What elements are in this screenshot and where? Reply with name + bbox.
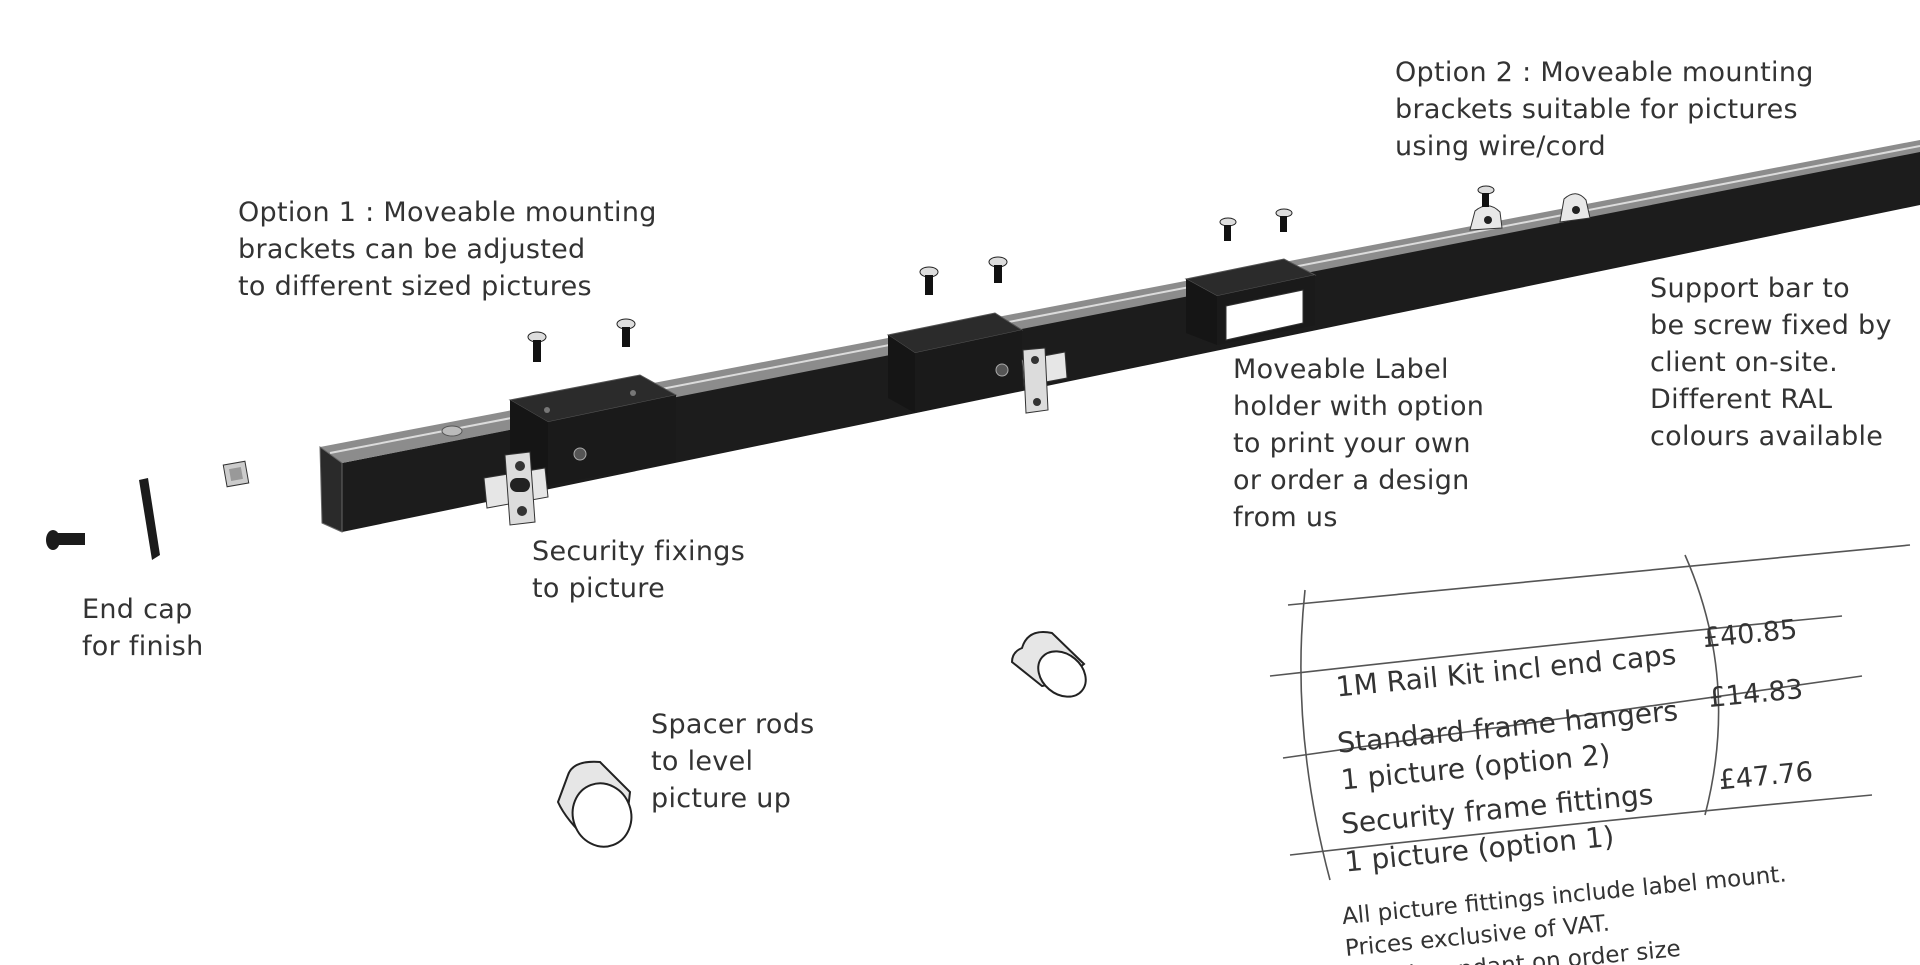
price-table-lines [1269,544,1911,881]
option1-bracket [483,374,678,526]
end-cap-parts [46,460,250,560]
spacer-line-1: Spacer rods [651,709,815,740]
label-holder-label: Moveable Label holder with option to pri… [1233,351,1484,536]
option2-line-2: brackets suitable for pictures [1395,94,1798,125]
spacer-line-3: picture up [651,783,792,814]
label-holder-line-5: from us [1233,502,1338,533]
support-bar-line-1: Support bar to [1650,273,1850,304]
rail-top-channel [320,140,1920,463]
row2-price: £14.83 [1707,674,1804,714]
rail-front-face [342,150,1920,532]
support-bar-label: Support bar to be screw fixed by client … [1650,270,1892,455]
option1-line-2: brackets can be adjusted [238,234,586,265]
label-holder-line-3: to print your own [1233,428,1471,459]
label-holder [1184,258,1317,345]
rail-end-face [319,445,343,533]
screws-middle [919,256,1008,295]
option2-hangers [1469,185,1591,231]
option1-line-3: to different sized pictures [238,271,592,302]
security-line-1: Security fixings [532,536,746,567]
row1-price: £40.85 [1702,614,1799,654]
end-cap-line-2: for finish [82,631,204,662]
middle-bracket [886,312,1068,414]
label-holder-line-1: Moveable Label [1233,354,1449,385]
option2-label: Option 2 : Moveable mounting brackets su… [1395,54,1814,165]
support-bar-line-4: Different RAL [1650,384,1833,415]
row1-item-line-1: 1M Rail Kit incl end caps [1334,638,1677,704]
support-bar-line-2: be screw fixed by [1650,310,1892,341]
screws-option1 [527,318,636,362]
spacer-label: Spacer rods to level picture up [651,706,815,817]
spacer-rod-2 [556,760,633,848]
end-cap-label: End cap for finish [82,591,204,665]
end-cap-line-1: End cap [82,594,193,625]
label-holder-line-2: holder with option [1233,391,1485,422]
row3-price: £47.76 [1717,756,1814,796]
spacer-line-2: to level [651,746,754,777]
option2-line-1: Option 2 : Moveable mounting [1395,57,1814,88]
label-holder-line-4: or order a design [1233,465,1470,496]
security-line-2: to picture [532,573,665,604]
support-bar-line-5: colours available [1650,421,1884,452]
option1-line-1: Option 1 : Moveable mounting [238,197,657,228]
support-bar-line-3: client on-site. [1650,347,1838,378]
security-label: Security fixings to picture [532,533,745,607]
option1-label: Option 1 : Moveable mounting brackets ca… [238,194,657,305]
option2-line-3: using wire/cord [1395,131,1606,162]
screws-label-holder [1219,208,1293,241]
spacer-rod-1 [1010,631,1087,698]
